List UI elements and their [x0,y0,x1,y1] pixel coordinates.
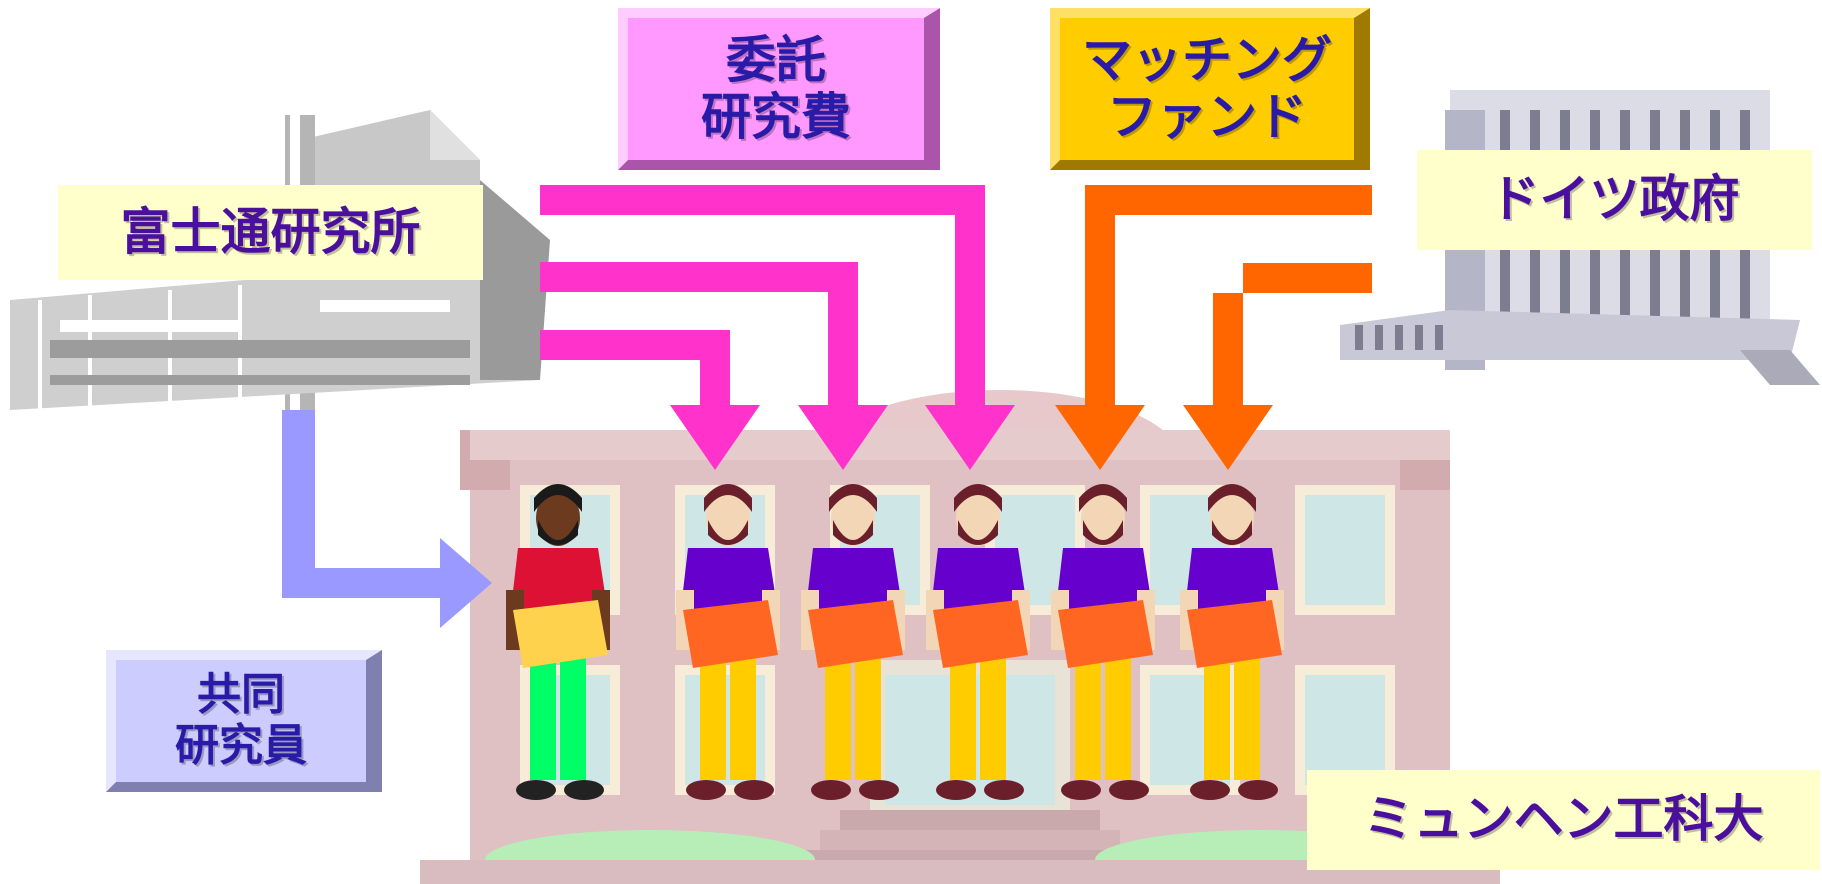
contract-arrow-1 [540,330,760,470]
researcher-figure [676,484,780,800]
contract-arrow-2 [540,262,888,470]
matching-arrow-1 [1055,185,1372,470]
researcher-figure [926,484,1030,800]
joint-researcher-arrow [282,410,492,628]
researcher-figure [1180,484,1284,800]
matching-arrow-2 [1183,263,1372,470]
researcher-figure [1051,484,1155,800]
funding-arrows [282,185,1372,628]
researcher-figure [801,484,905,800]
contract-research-fee-label: 委託 研究費 [618,8,940,170]
tum-label: ミュンヘン工科大 [1307,770,1820,870]
fujitsu-label: 富士通研究所 [58,185,483,280]
joint-researcher-label: 共同 研究員 [106,650,382,792]
joint-researcher-figure [506,484,610,800]
german-government-label: ドイツ政府 [1417,150,1812,250]
researchers-group [506,484,1284,800]
matching-fund-label: マッチング ファンド [1050,8,1370,170]
contract-arrow-3 [540,185,1015,470]
